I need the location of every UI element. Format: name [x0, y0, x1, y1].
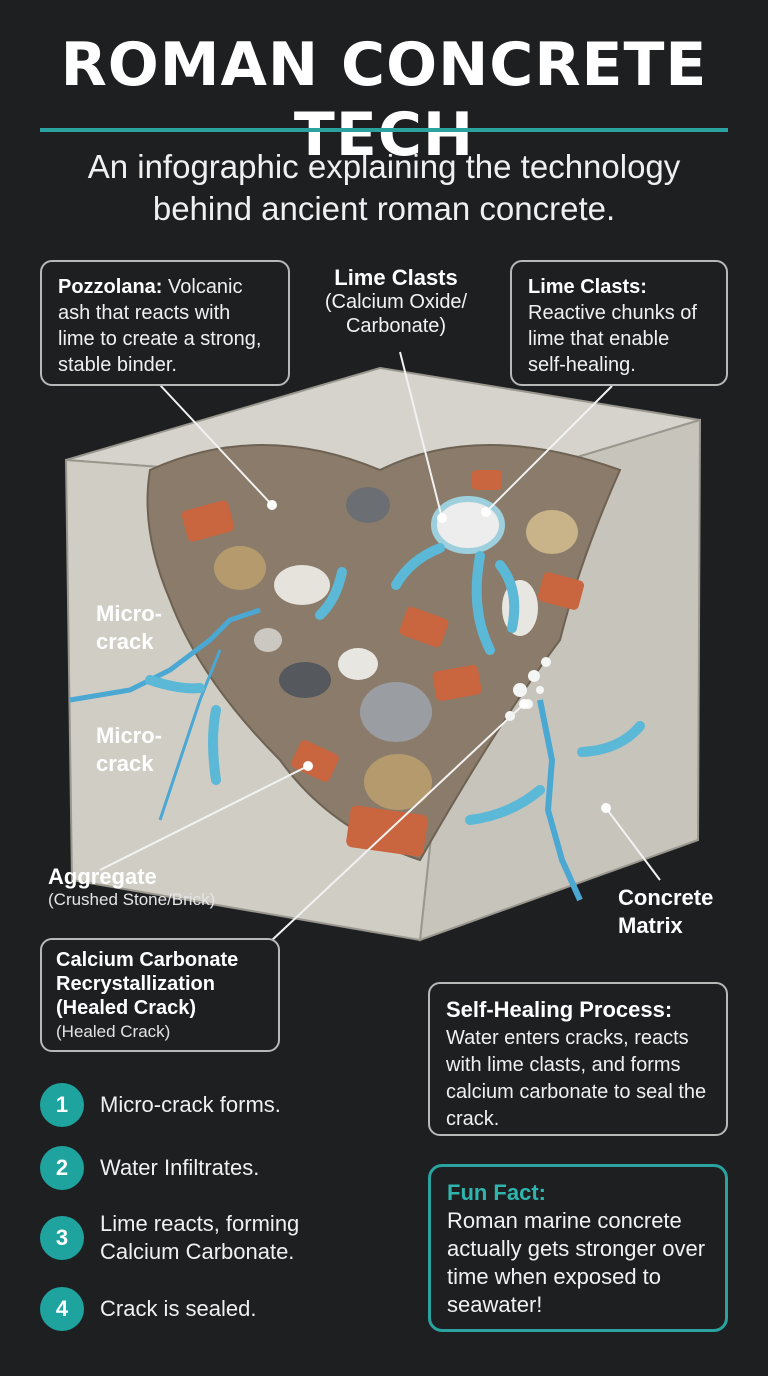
stone — [254, 628, 282, 652]
self-healing-callout: Self-Healing Process: Water enters crack… — [428, 982, 728, 1136]
leader-matrix — [605, 807, 661, 881]
water-arrow — [471, 551, 495, 655]
stone — [274, 565, 330, 605]
water-arrow — [577, 721, 645, 757]
lime-clasts-box-text: Reactive chunks of lime that enable self… — [528, 302, 697, 376]
step-text: Crack is sealed. — [100, 1296, 257, 1321]
crack-left — [69, 607, 261, 703]
brick-chunk — [537, 572, 585, 610]
water-arrow — [208, 705, 221, 785]
leader-pozzolana — [159, 384, 273, 506]
self-healing-text: Water enters cracks, reacts with lime cl… — [446, 1027, 707, 1130]
aggregate-label: Aggregate (Crushed Stone/Brick) — [48, 864, 288, 910]
marker-dot — [519, 699, 529, 709]
marker-dot — [437, 513, 447, 523]
step-item: 4 Crack is sealed. — [40, 1286, 257, 1332]
step-item: 1 Micro-crack forms. — [40, 1082, 281, 1128]
brick-chunk — [472, 470, 502, 490]
title-divider — [40, 128, 728, 132]
recrystallization-detail: (Healed Crack) — [56, 1022, 171, 1041]
step-item: 3 Lime reacts, forming Calcium Carbonate… — [40, 1208, 340, 1268]
water-arrow — [145, 675, 205, 694]
crack-right — [537, 699, 583, 902]
brick-chunk — [181, 500, 235, 542]
fun-fact-title: Fun Fact: — [447, 1180, 546, 1205]
step-number-badge: 3 — [40, 1216, 84, 1260]
crack-left-branch — [158, 649, 222, 821]
step-number-badge: 4 — [40, 1287, 84, 1331]
marker-dot — [303, 761, 313, 771]
page-subtitle: An infographic explaining the technology… — [87, 148, 681, 227]
lime-clasts-term: Lime Clasts — [334, 265, 458, 290]
step-text: Water Infiltrates. — [100, 1155, 260, 1180]
stone — [360, 682, 432, 742]
step-number-badge: 2 — [40, 1146, 84, 1190]
stone — [364, 754, 432, 810]
step-number-badge: 1 — [40, 1083, 84, 1127]
lime-clasts-label: Lime Clasts (Calcium Oxide/ Carbonate) — [306, 266, 486, 338]
leader-aggregate — [99, 765, 309, 871]
stone — [526, 510, 578, 554]
water-arrow — [465, 785, 545, 825]
fun-fact-text: Roman marine concrete actually gets stro… — [447, 1208, 706, 1317]
water-arrow — [391, 543, 445, 590]
brick-chunk — [432, 665, 482, 701]
water-flow-arrows — [145, 543, 645, 825]
concrete-matrix-label: Concrete Matrix — [618, 885, 714, 938]
page-title: ROMAN CONCRETE TECH — [60, 30, 708, 170]
marker-dot — [601, 803, 611, 813]
water-arrow — [495, 560, 520, 633]
leader-lines — [99, 351, 661, 943]
micro-crack-label-2: Micro-crack — [96, 723, 162, 776]
recrystallization-callout: Calcium Carbonate Recrystallization (Hea… — [40, 938, 280, 1052]
stone — [214, 546, 266, 590]
pozzolana-callout: Pozzolana: Volcanic ash that reacts with… — [40, 260, 290, 386]
step-text: Micro-crack forms. — [100, 1092, 281, 1117]
fun-fact-callout: Fun Fact: Roman marine concrete actually… — [428, 1164, 728, 1332]
lime-clasts-detail: (Calcium Oxide/ Carbonate) — [324, 291, 468, 337]
recrystallization-term: Calcium Carbonate Recrystallization (Hea… — [56, 949, 239, 1019]
water-arrow — [315, 567, 347, 620]
stone — [346, 487, 390, 523]
lime-clasts-box-term: Lime Clasts: — [528, 276, 647, 298]
brick-chunk — [399, 606, 449, 648]
brick-chunk — [291, 740, 339, 782]
aggregate-term: Aggregate — [48, 864, 157, 889]
aggregate-detail: (Crushed Stone/Brick) — [48, 890, 216, 909]
stone — [279, 662, 331, 698]
marker-dot — [481, 507, 491, 517]
self-healing-term: Self-Healing Process: — [446, 997, 673, 1022]
step-item: 2 Water Infiltrates. — [40, 1145, 259, 1191]
pozzolana-term: Pozzolana: — [58, 276, 163, 298]
marker-dot — [267, 500, 277, 510]
leader-lime-box — [485, 385, 613, 513]
stone — [338, 648, 378, 680]
leader-lime-center — [399, 351, 443, 519]
leader-recrystallization — [269, 703, 525, 943]
lime-clasts-callout: Lime Clasts: Reactive chunks of lime tha… — [510, 260, 728, 386]
micro-crack-label-1: Micro-crack — [96, 601, 162, 654]
step-text: Lime reacts, forming Calcium Carbonate. — [100, 1211, 300, 1264]
pozzolana-text: Volcanic ash that reacts with lime to cr… — [58, 276, 262, 376]
